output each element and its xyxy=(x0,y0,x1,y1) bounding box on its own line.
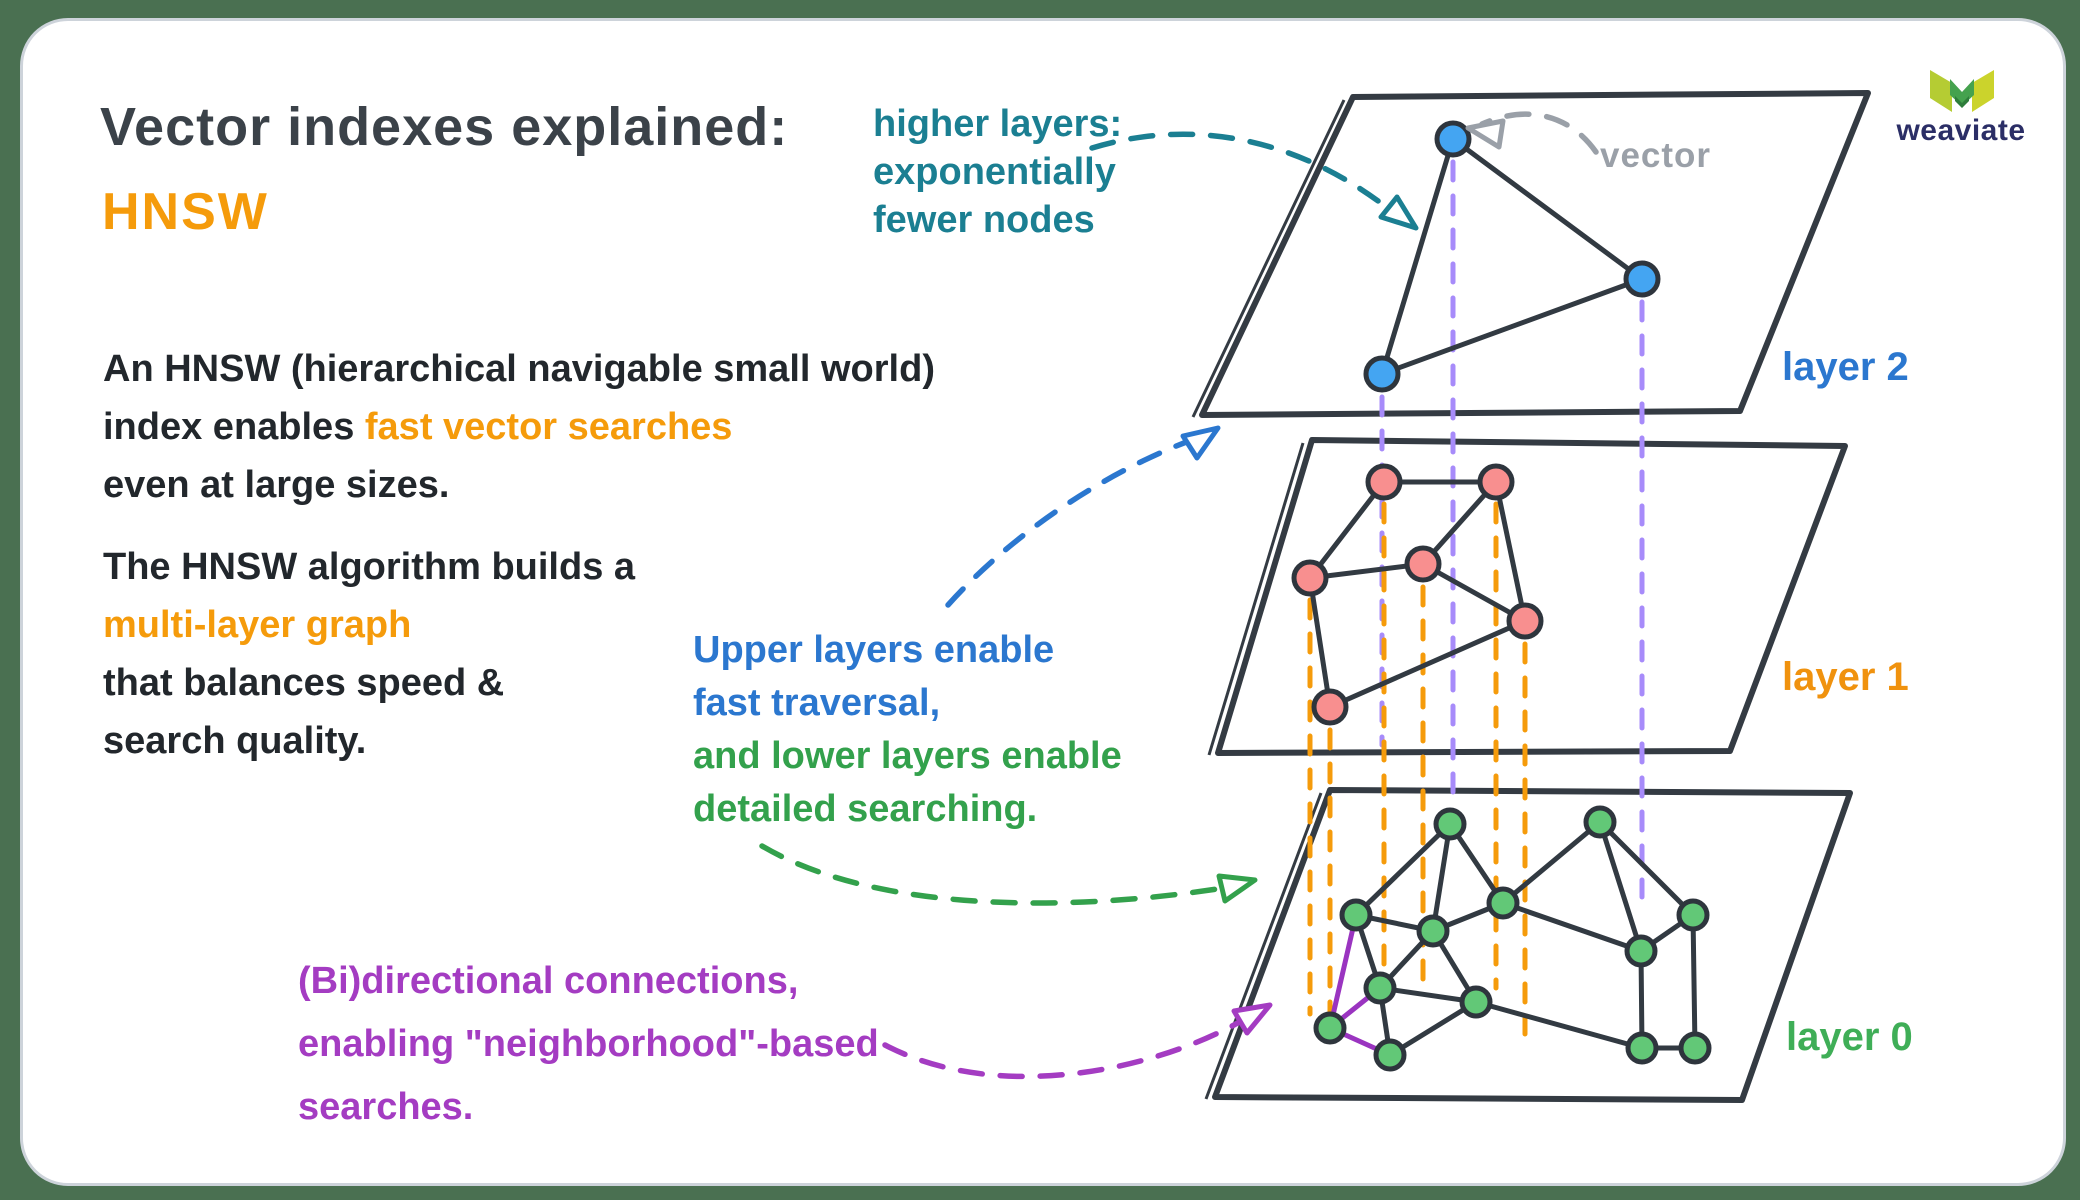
vector-label: vector xyxy=(1600,136,1712,175)
graph-node-green xyxy=(1583,805,1617,839)
layer0-label: layer 0 xyxy=(1786,1015,1913,1059)
detailed-searching-note: and lower layers enable detailed searchi… xyxy=(693,735,1122,830)
detailed-searching-arrow xyxy=(759,843,1258,906)
layer2-graph xyxy=(1363,120,1661,393)
graph-node-red xyxy=(1404,545,1442,583)
graph-node-red xyxy=(1291,559,1329,597)
vector-arrow xyxy=(1465,111,1599,155)
build-line3: that balances speed & xyxy=(103,662,505,704)
weaviate-logo-icon xyxy=(1930,70,1994,112)
weaviate-logo: weaviate xyxy=(1895,70,2025,147)
graph-node-green xyxy=(1676,898,1710,932)
fast-traversal-note: Upper layers enable fast traversal, xyxy=(693,629,1055,724)
intro-highlight-fast-vector-searches: fast vector searches xyxy=(364,406,733,448)
build-paragraph: The HNSW algorithm builds a multi-layer … xyxy=(103,538,635,770)
graph-node-red xyxy=(1506,602,1544,640)
graph-node-green xyxy=(1339,898,1373,932)
intro-line2-prefix: index enables xyxy=(103,406,365,448)
graph-node-blue xyxy=(1623,260,1661,298)
layer2-label: layer 2 xyxy=(1782,345,1909,389)
build-highlight-multi-layer-graph: multi-layer graph xyxy=(103,604,412,646)
build-line4: search quality. xyxy=(103,720,367,762)
graph-node-green xyxy=(1625,1031,1659,1065)
page-title: Vector indexes explained: xyxy=(100,97,789,157)
graph-node-green xyxy=(1313,1011,1347,1045)
graph-node-red xyxy=(1311,688,1349,726)
layer1-plane xyxy=(1207,437,1848,756)
graph-node-green xyxy=(1416,914,1450,948)
higher-layers-arrow xyxy=(1089,131,1419,231)
graph-node-green xyxy=(1624,934,1658,968)
graph-node-green xyxy=(1678,1031,1712,1065)
fast-traversal-arrow xyxy=(945,425,1221,608)
layer1-to-layer0-connectors xyxy=(1307,501,1528,1037)
higher-layers-note: higher layers: exponentially fewer nodes xyxy=(873,103,1123,241)
layer1-label: layer 1 xyxy=(1782,655,1909,699)
graph-node-red xyxy=(1365,463,1403,501)
layer0-plane xyxy=(1204,787,1853,1103)
graph-node-green xyxy=(1363,971,1397,1005)
intro-line1: An HNSW (hierarchical navigable small wo… xyxy=(103,348,935,390)
bidirectional-note: (Bi)directional connections, enabling "n… xyxy=(298,960,879,1128)
layer2-plane xyxy=(1191,90,1871,418)
weaviate-wordmark: weaviate xyxy=(1895,114,2025,147)
layer0-graph xyxy=(1313,805,1712,1072)
graph-node-blue xyxy=(1363,355,1401,393)
graph-node-green xyxy=(1433,807,1467,841)
graph-node-green xyxy=(1373,1038,1407,1072)
build-line1: The HNSW algorithm builds a xyxy=(103,546,636,588)
layer1-graph xyxy=(1291,463,1544,726)
graph-node-blue xyxy=(1434,120,1472,158)
page-subtitle-hnsw: HNSW xyxy=(102,183,269,241)
intro-paragraph: An HNSW (hierarchical navigable small wo… xyxy=(103,340,935,514)
graph-node-green xyxy=(1486,886,1520,920)
graph-node-green xyxy=(1459,985,1493,1019)
bidirectional-arrow xyxy=(882,1002,1273,1080)
graph-node-red xyxy=(1477,463,1515,501)
intro-line3: even at large sizes. xyxy=(103,464,450,506)
